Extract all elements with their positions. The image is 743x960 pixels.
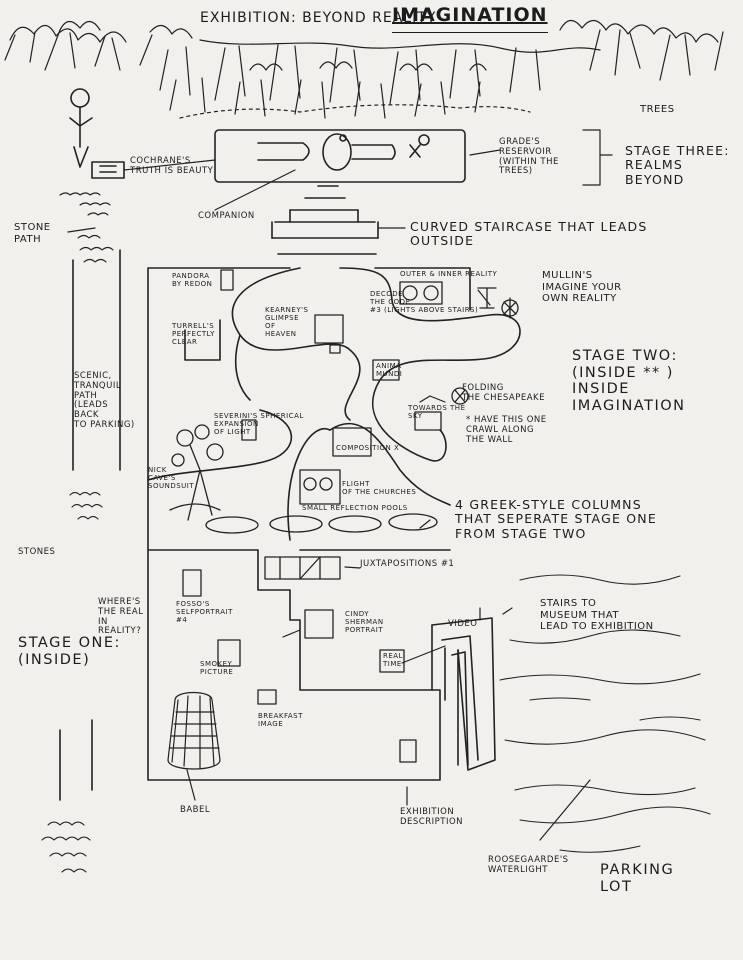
real-time-label: Real Time (383, 652, 403, 669)
babel-tower (167, 691, 221, 770)
stage-one-label: Stage One: (Inside) (18, 635, 121, 668)
stairs-museum-label: Stairs to museum that lead to exhibition (540, 598, 654, 632)
nick-cave-label: Nick Cave's Soundsuit (148, 466, 195, 491)
outer-inner-label: Outer & Inner Reality (400, 270, 498, 278)
curved-staircase (271, 185, 379, 255)
tree-canopy (4, 19, 724, 119)
mullins-label: Mullin's Imagine your own reality (542, 270, 622, 304)
stone-path (59, 192, 114, 263)
pandora-label: Pandora by Redon (172, 272, 213, 289)
exhibition-title-emphasis: Imagination (392, 4, 548, 33)
reflection-pools-label: Small reflection pools (302, 504, 408, 512)
museum-walls (147, 267, 471, 781)
stone-path-label: Stone Path (14, 222, 51, 245)
scenic-path-label: Scenic, Tranquil Path (Leads back to par… (74, 371, 135, 430)
trees-label: Trees (640, 104, 675, 115)
folding-label: Folding the Chesapeake (462, 383, 545, 403)
curved-staircase-label: Curved staircase that leads outside (410, 219, 648, 249)
roosegaarde-label: Roosegaarde's Waterlight (488, 855, 569, 875)
grades-reservoir-label: Grade's Reservoir (within the trees) (499, 137, 559, 177)
exhibition-description-label: Exhibition Description (400, 807, 464, 827)
fossos-label: Fosso's Selfportrait #4 (176, 600, 233, 625)
composition-label: Composition X (336, 444, 400, 452)
crawl-note-label: * Have this one crawl along the wall (466, 415, 547, 445)
wheres-real-label: Where's The Real in Reality? (98, 597, 144, 637)
companion-label: Companion (198, 211, 255, 221)
cochranes-truth-label: Cochrane's Truth is Beauty (130, 156, 214, 176)
exhibition-title: Exhibition: Beyond Reality (200, 10, 437, 26)
babel-label: Babel (180, 805, 211, 815)
turrells-label: Turrell's Perfectly Clear (172, 322, 215, 347)
pointer-lines (67, 129, 613, 841)
towards-label: Towards the Sky (408, 404, 466, 421)
stage-three-label: Stage Three: Realms Beyond (625, 143, 730, 187)
kearneys-label: Kearney's Glimpse of Heaven (265, 306, 309, 339)
video-label: Video (448, 619, 478, 629)
waterlight-waves (499, 574, 711, 853)
stones-cluster (41, 491, 103, 873)
anima-label: Anima Mundi (376, 362, 403, 379)
cochrane-statue (69, 88, 125, 179)
stones-label: Stones (18, 547, 56, 557)
juxtapositions-label: Juxtapositions #1 (360, 559, 455, 569)
stage-two-label: Stage Two: (Inside ** ) Inside Imaginati… (572, 348, 686, 415)
flight-label: Flight of the Churches (342, 480, 417, 497)
parking-lot-label: Parking Lot (600, 862, 675, 895)
cindy-sherman-label: Cindy Sherman Portrait (345, 610, 384, 635)
smokey-picture-label: Smokey Picture (200, 660, 234, 677)
scenic-path (59, 249, 121, 801)
museum-stairs (431, 617, 496, 771)
artworks (169, 269, 469, 763)
breakfast-image-label: Breakfast Image (258, 712, 303, 729)
severinis-label: Severini's Spherical Expansion of Light (214, 412, 304, 437)
greek-columns-label: 4 Greek-style columns that seperate stag… (455, 497, 657, 541)
decode-label: Decode the Code #3 (lights above stairs) (370, 290, 479, 315)
grades-reservoir (214, 129, 466, 183)
mullins-piece (477, 287, 519, 319)
